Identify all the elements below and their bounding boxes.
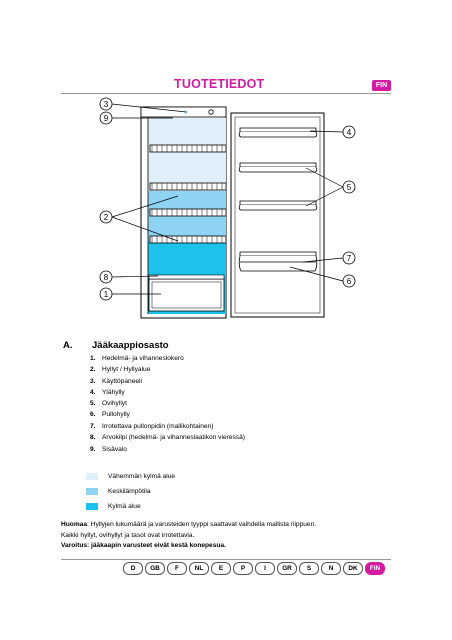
zone-least-cold xyxy=(148,118,226,191)
parts-list-item: 8. Arvokilpi (hedelmä- ja vihanneslaatiko… xyxy=(90,433,270,442)
lang-tab-d[interactable]: D xyxy=(123,562,143,575)
item-number: 9. xyxy=(90,446,96,454)
note-text: : Hyllyjen lukumäärä ja varusteiden tyyp… xyxy=(87,521,317,528)
callout-3 xyxy=(99,97,113,111)
parts-list-item: 3. Käyttöpaneeli xyxy=(90,376,270,387)
callout-label-6: 6 xyxy=(347,277,352,286)
lang-tab-gb[interactable]: GB xyxy=(145,562,165,575)
callout-1 xyxy=(99,287,113,301)
note-label: Huomaa xyxy=(61,521,88,528)
crisper-drawer xyxy=(148,278,225,312)
shelf-ribs xyxy=(151,145,223,243)
legend-label: Kylmä alue xyxy=(108,503,141,510)
callout-9 xyxy=(99,111,113,125)
item-text: Hyllyt / Hyllyalue xyxy=(102,366,151,374)
legend-swatch xyxy=(86,488,98,495)
callout-6 xyxy=(342,274,356,288)
callout-label-7: 7 xyxy=(347,254,352,263)
bottle-shelf xyxy=(239,251,317,257)
callout-8 xyxy=(99,270,113,284)
item-number: 7. xyxy=(90,422,96,430)
parts-list-item: 9. Sisävalo xyxy=(90,444,270,455)
lang-tab-nl[interactable]: NL xyxy=(189,562,209,575)
item-number: 3. xyxy=(90,377,96,385)
callout-label-1: 1 xyxy=(104,290,109,299)
callout-4 xyxy=(342,125,356,139)
item-text: Ovihyllyt xyxy=(102,400,127,408)
item-number: 4. xyxy=(90,388,96,396)
shelf xyxy=(149,235,227,244)
callout-markers xyxy=(99,97,356,301)
door-shelves xyxy=(238,127,318,272)
lang-tab-dk[interactable]: DK xyxy=(343,562,363,575)
parts-list-item: 6. Pullohylly xyxy=(90,409,270,420)
shelf xyxy=(149,182,227,191)
shelves xyxy=(149,144,227,244)
item-number: 6. xyxy=(90,411,96,419)
fridge-diagram: 3 9 4 5 2 7 8 6 1 xyxy=(99,97,356,319)
note-line: Kaikki hyllyt, ovihyllyt ja tasot ovat i… xyxy=(61,531,195,539)
lang-tab-gr[interactable]: GR xyxy=(277,562,297,575)
shelf xyxy=(149,208,227,217)
callout-2 xyxy=(99,210,113,224)
door-shelf xyxy=(239,127,317,133)
notes-block: Huomaa: Hyllyjen lukumäärä ja varusteide… xyxy=(61,520,401,552)
parts-list-item: 4. Ylähylly xyxy=(90,387,270,398)
callout-label-3: 3 xyxy=(104,100,109,109)
callout-label-4: 4 xyxy=(347,128,352,137)
lang-tab-fin[interactable]: FIN xyxy=(365,562,385,575)
lang-tab-p[interactable]: P xyxy=(233,562,253,575)
item-text: Ylähylly xyxy=(102,388,125,396)
page-title: TUOTETIEDOT xyxy=(174,77,265,91)
callout-label-5: 5 xyxy=(347,183,352,192)
footer-divider xyxy=(61,559,391,560)
lang-tab-i[interactable]: I xyxy=(255,562,275,575)
warning-line: Varoitus: jääkaapin varusteet eivät kest… xyxy=(61,542,226,549)
lang-tab-s[interactable]: S xyxy=(299,562,319,575)
item-text: Hedelmä- ja vihanneslokero xyxy=(102,355,184,362)
item-number: 1. xyxy=(90,355,96,362)
shelf xyxy=(149,144,227,153)
legend-swatch xyxy=(86,473,98,480)
parts-list-item: 2. Hyllyt / Hyllyalue xyxy=(90,364,270,375)
lang-tab-f[interactable]: F xyxy=(167,562,187,575)
dial-icon xyxy=(208,109,214,115)
legend-label: Vähemmän kylmä alue xyxy=(108,473,176,480)
parts-list-item: 1. Hedelmä- ja vihanneslokero xyxy=(90,353,270,364)
legend-label: Keskilämpötila xyxy=(108,488,151,495)
item-text: Irrotettava pullonpidin (mallikohtainen) xyxy=(102,422,214,430)
callout-5 xyxy=(342,180,356,194)
callout-label-8: 8 xyxy=(104,273,109,282)
language-nav: D GB F NL E P I GR S N DK FIN xyxy=(123,562,385,575)
section-letter: A. xyxy=(63,340,73,351)
parts-list-item: 5. Ovihyllyt xyxy=(90,398,270,409)
section-title: Jääkaappiosasto xyxy=(92,340,169,351)
item-text: Arvokilpi (hedelmä- ja vihanneslaatikon … xyxy=(102,434,245,442)
callout-7 xyxy=(342,251,356,265)
item-number: 8. xyxy=(90,434,96,442)
header-divider xyxy=(61,93,391,94)
item-text: Pullohylly xyxy=(102,411,130,419)
note-line: Huomaa: Hyllyjen lukumäärä ja varusteide… xyxy=(61,520,401,531)
legend-swatch xyxy=(86,503,98,510)
door-shelf xyxy=(239,162,317,168)
lang-tab-e[interactable]: E xyxy=(211,562,231,575)
door-shelf xyxy=(239,200,317,206)
item-text: Sisävalo xyxy=(102,446,127,454)
door-outline xyxy=(230,112,325,318)
callout-label-2: 2 xyxy=(104,213,109,222)
item-text: Käyttöpaneeli xyxy=(102,377,142,385)
lang-tab-n[interactable]: N xyxy=(321,562,341,575)
parts-list: 1. Hedelmä- ja vihanneslokero 2. Hyllyt / … xyxy=(90,353,270,455)
item-number: 5. xyxy=(90,400,96,408)
callout-label-9: 9 xyxy=(104,114,109,123)
parts-list-item: 7. Irrotettava pullonpidin (mallikohtaine… xyxy=(90,421,270,432)
language-badge: FIN xyxy=(372,80,391,91)
item-number: 2. xyxy=(90,366,96,374)
